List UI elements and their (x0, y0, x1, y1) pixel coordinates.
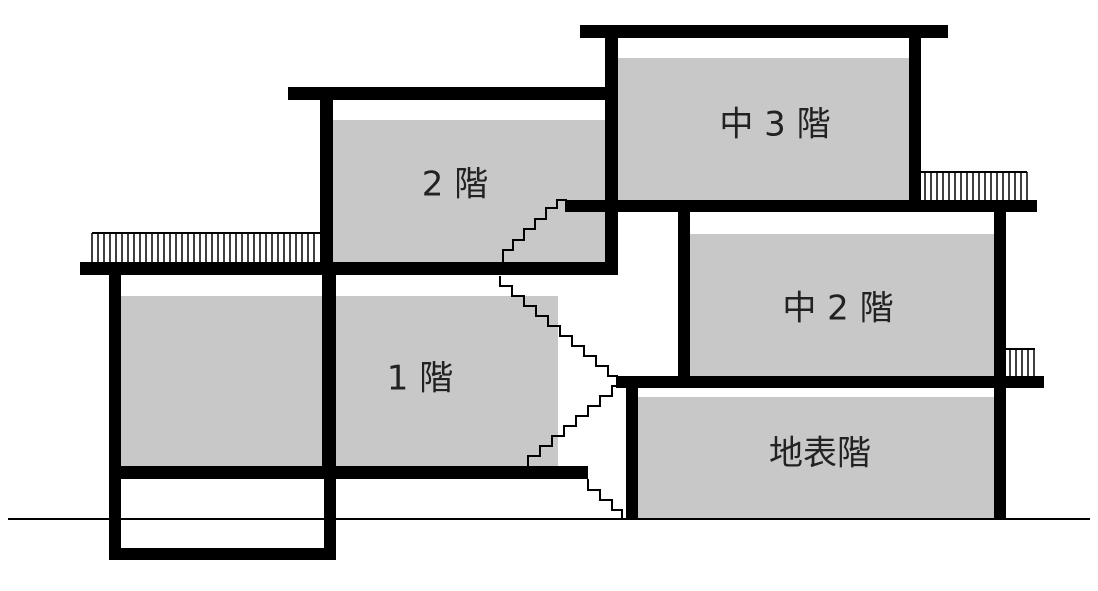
room-fill-left-1 (121, 296, 324, 468)
label-mezz3: 中 3 階 (719, 105, 830, 145)
stair-2f-to-mezz3 (502, 199, 567, 262)
room-fill-2f (332, 120, 605, 262)
slab-1f-floor (109, 466, 588, 479)
label-ground-surface: 地表階 (769, 434, 871, 474)
basement-wall-left (109, 468, 121, 560)
stair-1f-to-ground (587, 479, 623, 519)
wall-2f-left (320, 88, 333, 275)
room-fills (121, 58, 995, 518)
room-fill-1f (336, 296, 558, 468)
floor-labels: 中 3 階 2 階 中 2 階 1 階 地表階 (387, 105, 894, 474)
label-1f: 1 階 (387, 359, 453, 399)
wall-mezz2-right (994, 206, 1006, 519)
basement-wall-right (324, 468, 336, 560)
slab-2f-roof (288, 87, 613, 100)
railing-mezz3-terrace (921, 171, 1028, 200)
stair-1f-to-2f (499, 276, 618, 377)
room-fill-mezz3 (618, 58, 910, 200)
wall-1f-middle (322, 264, 336, 479)
railing-left-terrace (91, 232, 320, 262)
wall-ground-left (626, 382, 638, 519)
wall-2f-right (605, 30, 618, 275)
label-2f: 2 階 (422, 165, 488, 205)
wall-mezz3-right (909, 30, 921, 205)
railing-mezz2-balcony (1006, 348, 1035, 376)
slab-2f-floor (80, 262, 617, 275)
wall-1f-left (109, 264, 121, 479)
structure (80, 25, 1044, 560)
label-mezz2: 中 2 階 (782, 289, 893, 329)
room-fill-ground (638, 397, 995, 518)
basement-floor (109, 548, 336, 560)
wall-mezz2-left (678, 206, 690, 382)
slab-mezz3-floor (565, 200, 1037, 212)
railings (91, 171, 1035, 376)
stair-1f-to-mezz2 (527, 385, 622, 466)
slab-mezz2-floor (616, 376, 1044, 388)
slab-mezz3-roof (580, 25, 948, 38)
stairs (499, 199, 623, 519)
room-fill-mezz2 (690, 234, 995, 376)
